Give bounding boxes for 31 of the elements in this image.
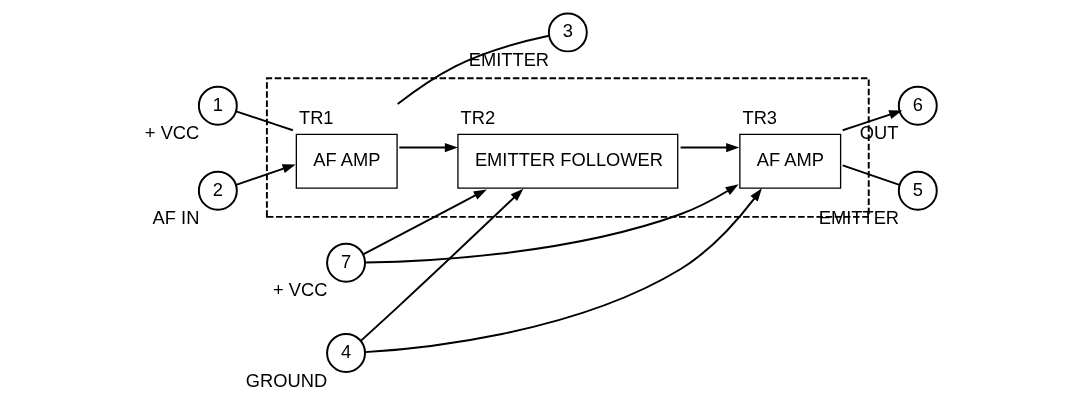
arrow	[363, 184, 739, 264]
node-label: EMITTER	[818, 207, 899, 229]
node-label: EMITTER	[468, 49, 549, 71]
arrow	[363, 188, 762, 354]
node-circle: 2	[197, 170, 238, 211]
arrow	[397, 142, 458, 153]
node-label: TR2	[460, 107, 495, 129]
node-circle: 7	[325, 242, 366, 283]
arrow	[361, 189, 487, 256]
node-box: AF AMP	[295, 133, 398, 189]
node-box: EMITTER FOLLOWER	[456, 133, 678, 189]
node-label: AF IN	[152, 207, 199, 229]
node-label: OUT	[859, 122, 899, 144]
connector	[234, 110, 294, 132]
arrow	[679, 142, 739, 153]
node-label: TR3	[741, 107, 777, 129]
arrow	[234, 164, 296, 186]
node-label: + VCC	[144, 122, 199, 144]
node-box: AF AMP	[738, 133, 841, 189]
node-circle: 6	[897, 85, 938, 126]
node-circle: 4	[325, 333, 366, 373]
node-circle: 1	[197, 85, 238, 126]
node-label: + VCC	[272, 279, 327, 301]
connector	[396, 34, 550, 106]
node-circle: 3	[547, 12, 588, 53]
connector	[841, 164, 900, 186]
arrow	[359, 188, 523, 342]
node-label: GROUND	[245, 369, 327, 391]
node-label: TR1	[298, 107, 334, 129]
arrow	[841, 110, 902, 132]
node-circle: 5	[897, 170, 938, 211]
